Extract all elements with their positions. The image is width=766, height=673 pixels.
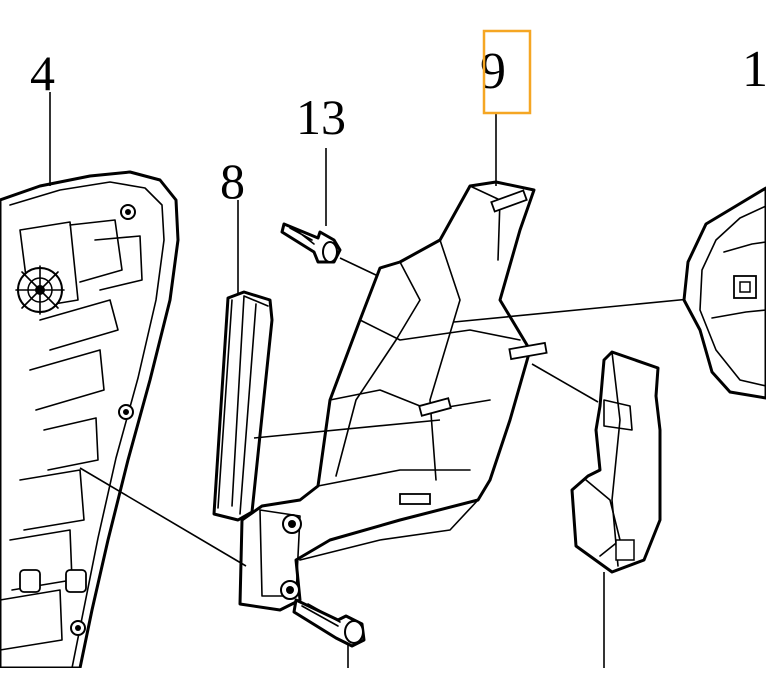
part-8-seal-strip — [212, 290, 274, 522]
part-9-main-bracket — [238, 180, 548, 612]
part-screw — [292, 598, 366, 648]
part-side-clip — [570, 350, 662, 574]
part-13-rivet — [280, 222, 342, 264]
callout-13: 13 — [296, 89, 346, 145]
leader-4-to-9 — [79, 467, 247, 567]
leader-13-to-9 — [339, 257, 379, 277]
part-1-component — [682, 186, 766, 400]
leader-9-to-clip — [531, 363, 599, 403]
callout-4: 4 — [30, 45, 55, 101]
callout-9-highlight-box — [482, 29, 532, 115]
callout-8: 8 — [220, 153, 245, 209]
callout-1: 1 — [742, 41, 766, 98]
leader-9-to-1 — [453, 297, 701, 323]
leader-8-to-9 — [253, 419, 441, 439]
part-4-housing-panel — [0, 170, 180, 670]
